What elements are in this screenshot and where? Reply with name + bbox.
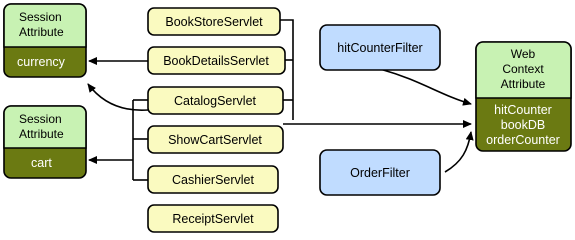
web-context-value-ordercounter: orderCounter — [486, 133, 560, 147]
filter-label: hitCounterFilter — [337, 41, 422, 55]
servlet-label: ReceiptServlet — [172, 212, 254, 226]
servlet-receipt: ReceiptServlet — [147, 204, 279, 233]
session-attribute-heading-line2: Attribute — [19, 127, 64, 141]
servlet-bookstore: BookStoreServlet — [147, 7, 281, 36]
servlet-label: ShowCartServlet — [168, 133, 262, 147]
web-context-value-hitcounter: hitCounter — [494, 103, 552, 117]
connectors — [87, 19, 474, 181]
filter-label: OrderFilter — [350, 166, 410, 180]
arrow-order-to-context — [444, 131, 474, 173]
connector-bookstore-bus — [280, 19, 294, 120]
servlet-cashier: CashierServlet — [147, 165, 279, 194]
filter-hitcounter: hitCounterFilter — [319, 24, 441, 71]
web-context-value-bookdb: bookDB — [501, 118, 545, 132]
servlet-bookdetails: BookDetailsServlet — [147, 46, 286, 75]
session-attribute-value-currency: currency — [17, 55, 66, 69]
servlet-attribute-diagram: Session Attribute currency Session Attri… — [3, 3, 572, 233]
web-context-heading-line1: Web — [511, 47, 536, 61]
session-attribute-heading-line1: Session — [19, 112, 62, 126]
servlet-showcart: ShowCartServlet — [147, 125, 284, 154]
arrow-hitcounter-to-context — [379, 68, 472, 106]
web-context-attribute: Web Context Attribute hitCounter bookDB … — [475, 41, 572, 152]
servlet-label: CatalogServlet — [174, 94, 257, 108]
web-context-heading-line2: Context — [502, 62, 544, 76]
session-attribute-value-cart: cart — [31, 156, 52, 170]
session-attribute-heading-line1: Session — [19, 10, 62, 24]
arrow-catalog-to-currency — [87, 83, 149, 111]
filter-order: OrderFilter — [319, 149, 441, 196]
session-attribute-cart: Session Attribute cart — [3, 105, 87, 179]
servlet-catalog: CatalogServlet — [147, 86, 284, 115]
session-attribute-heading-line2: Attribute — [19, 25, 64, 39]
web-context-heading-line3: Attribute — [501, 77, 546, 91]
servlet-label: BookDetailsServlet — [163, 54, 269, 68]
session-attribute-currency: Session Attribute currency — [3, 3, 87, 78]
servlet-label: CashierServlet — [172, 173, 255, 187]
servlet-label: BookStoreServlet — [165, 15, 263, 29]
